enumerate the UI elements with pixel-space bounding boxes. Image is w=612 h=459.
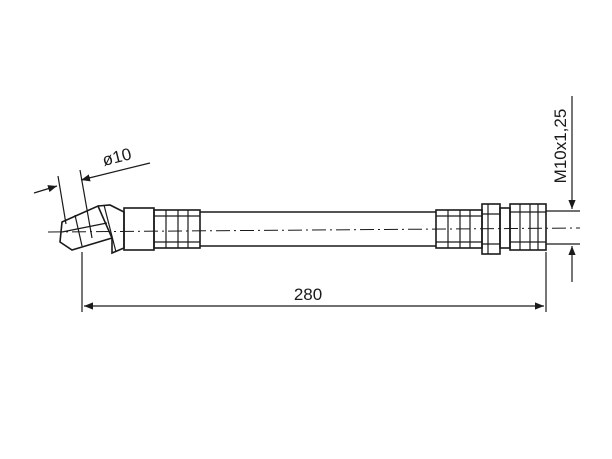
diameter-arrow-right — [80, 162, 151, 182]
diameter-extension-left — [57, 175, 67, 225]
diameter-label: ø10 — [100, 144, 133, 170]
left-crimp-ferrule — [123, 207, 201, 251]
length-label: 280 — [294, 285, 322, 304]
diameter-arrow-left — [33, 185, 58, 194]
thread-dimension: M10x1,25 — [546, 96, 580, 282]
center-axis-line — [47, 227, 581, 233]
thread-label: M10x1,25 — [551, 109, 570, 184]
diameter-dimension: ø10 — [33, 144, 151, 239]
hose-body — [200, 211, 436, 247]
right-crimp-ferrule — [435, 209, 483, 249]
length-dimension: 280 — [81, 252, 547, 312]
left-angled-fitting — [59, 204, 125, 255]
threaded-end-fitting — [499, 203, 547, 251]
